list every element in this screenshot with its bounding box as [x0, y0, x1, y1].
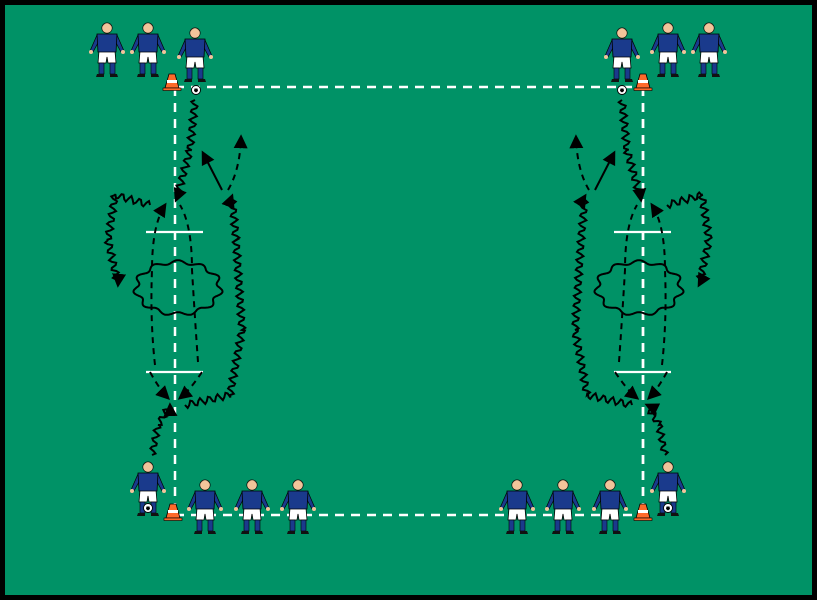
dribble-path: [617, 99, 647, 203]
soccer-ball-icon: [143, 503, 153, 513]
pass-line: [201, 150, 223, 191]
run-path: [618, 204, 638, 363]
dribble-path: [148, 402, 178, 456]
run-path: [647, 371, 668, 400]
soccer-ball-icon: [191, 85, 201, 95]
run-path: [650, 202, 667, 366]
dribble-path: [173, 99, 199, 203]
run-path: [569, 134, 590, 191]
run-path: [150, 202, 167, 366]
run-path: [614, 371, 640, 400]
dribble-path: [103, 193, 151, 288]
soccer-ball-icon: [617, 85, 627, 95]
pitch-surface: [5, 5, 812, 595]
dribble-path: [184, 193, 247, 410]
dribble-path: [666, 191, 713, 288]
run-path: [177, 371, 203, 400]
dribble-path: [644, 403, 670, 456]
soccer-ball-icon: [663, 503, 673, 513]
run-path: [149, 371, 170, 400]
dribble-path: [593, 259, 685, 316]
movement-paths: [103, 99, 713, 456]
run-path: [227, 134, 248, 191]
pass-line: [594, 150, 616, 191]
dribble-path: [570, 193, 633, 409]
dribble-path: [132, 259, 224, 316]
run-path: [179, 204, 199, 363]
